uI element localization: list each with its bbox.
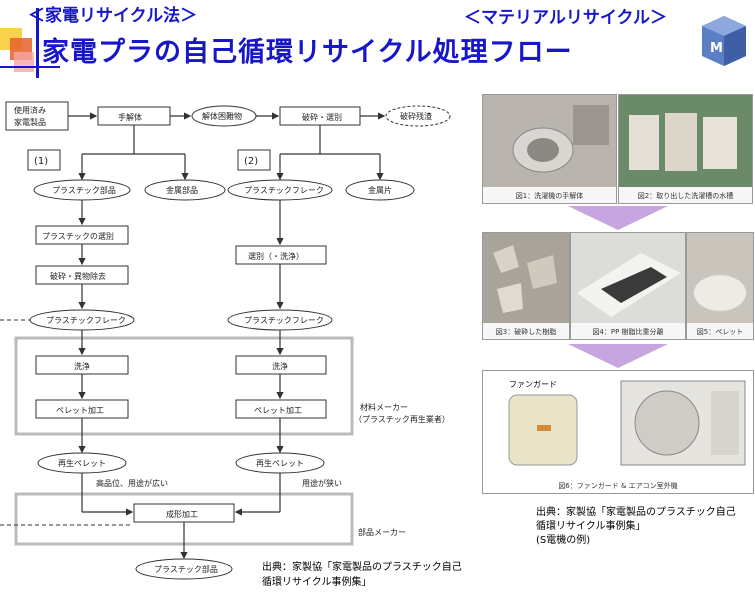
source-right-line-1: 出典：家製協「家電製品のプラスチック自己 [536,507,736,518]
metal-pieces-ellipse [345,179,415,201]
parts-maker-label: 部品メーカー [358,527,406,537]
narrow-use-label: 用途が狭い [302,478,342,488]
fig6-caption: 図6：ファンガード & エアコン室外機 [558,482,678,490]
source-right-line-2: 循環リサイクル事例集」 [536,521,646,532]
crushing-residue-ellipse [385,105,451,127]
molding-label: 成形加工 [166,509,198,519]
used-appliances-label-1: 使用済み [14,105,46,115]
metal-parts-ellipse [144,179,226,201]
material-maker-label-2: （プラスチック再生業者） [354,414,450,424]
flake-left-label: プラスチックフレーク [46,316,126,325]
material-maker-label-1: 材料メーカー [360,402,408,412]
difficult-items-label: 解体困難物 [202,111,242,121]
source-right: 出典：家製協「家電製品のプラスチック自己 循環リサイクル事例集」 (S電機の例) [536,506,736,548]
photo-fig6: ファンガード 図6：ファンガード & エアコン室外機 [482,370,754,494]
used-appliances-label-2: 家電製品 [14,117,46,127]
metal-parts-label: 金属部品 [166,185,198,195]
flowchart: 使用済み 家電製品 手解体 解体困難物 破砕・選別 破砕残渣 (1) (2) プ… [0,101,451,580]
law-label: ＜家電リサイクル法＞ [28,6,198,26]
down-arrow-2 [568,344,668,368]
page-title: 家電プラの自己循環リサイクル処理フロー [42,37,573,68]
logo-icon: M [702,16,746,66]
crushed-resin-photo [483,233,569,323]
source-left-line-2: 循環リサイクル事例集」 [262,577,372,588]
source-left-line-1: 出典：家製協「家電製品のプラスチック自己 [262,562,462,573]
fan-guard-photo [508,394,578,466]
final-plastic-parts-ellipse [135,558,233,580]
route1-label: (1) [34,156,48,167]
wash-left-label: 洗浄 [74,361,90,371]
final-plastic-parts-label: プラスチック部品 [154,564,218,574]
pellet-photo [687,233,753,323]
sorting-wash-label: 選別（・洗浄） [248,251,304,261]
plastic-parts-label: プラスチック部品 [52,185,116,195]
regen-pellet-right-label: 再生ペレット [256,458,304,468]
plastic-sorting-label: プラスチックの選別 [42,231,114,241]
fig3-caption: 図3：破砕した樹脂 [495,328,557,336]
decorative-squares [0,8,60,78]
crushing-sorting-label: 破砕・選別 [302,112,342,122]
photo-fig4: 図4：PP 樹脂比重分離 [570,232,686,340]
wash-right-box [235,355,327,375]
manual-dismantling-label: 手解体 [118,112,142,122]
fig5-caption: 図5：ペレット [696,328,744,336]
svg-text:M: M [710,41,723,56]
pp-separation-photo [571,233,685,323]
photo-panel: 図1：洗濯機の手解体 図2：取り出した洗濯槽の水槽 図3：破砕した樹脂 図4：P… [478,90,755,592]
photo-fig2: 図2：取り出した洗濯槽の水槽 [618,94,753,204]
route2-label: (2) [244,156,258,167]
fig2-caption: 図2：取り出した洗濯槽の水槽 [637,192,734,200]
route2-box [237,149,271,171]
photo-fig5: 図5：ペレット [686,232,754,340]
fig4-caption: 図4：PP 樹脂比重分離 [592,328,664,336]
used-appliances-box [5,101,69,131]
down-arrow-1 [568,206,668,230]
regen-pellet-left-label: 再生ペレット [58,458,106,468]
pellet-right-label: ペレット加工 [254,405,302,415]
high-quality-label: 高品位、用途が広い [96,478,168,488]
source-left: 出典：家製協「家電製品のプラスチック自己 循環リサイクル事例集」 [262,560,462,590]
fig1-caption: 図1：洗濯機の手解体 [515,192,584,200]
washing-machine-photo [483,95,616,187]
title-bar: ＜家電リサイクル法＞ ＜マテリアルリサイクル＞ 家電プラの自己循環リサイクル処理… [0,0,755,80]
wash-right-label: 洗浄 [272,361,288,371]
crushing-residue-label: 破砕残渣 [400,111,432,121]
sorting-wash-box [235,245,327,265]
pellet-left-label: ペレット加工 [56,405,104,415]
flake-right-label: プラスチックフレーク [244,316,324,325]
aircon-outdoor-unit-photo [620,380,746,466]
plastic-flake-top-label: プラスチックフレーク [244,186,324,195]
route1-box [27,149,61,171]
material-recycle-label: ＜マテリアルリサイクル＞ [464,8,667,28]
crush-remove-label: 破砕・異物除去 [50,271,106,281]
source-right-line-3: (S電機の例) [536,535,591,546]
pellet-right-box [235,399,327,419]
photo-fig3: 図3：破砕した樹脂 [482,232,570,340]
photo-fig1: 図1：洗濯機の手解体 [482,94,617,204]
metal-pieces-label: 金属片 [368,185,392,195]
tubs-photo [619,95,752,187]
material-maker-group [14,336,354,436]
fan-guard-label: ファンガード [509,380,557,389]
